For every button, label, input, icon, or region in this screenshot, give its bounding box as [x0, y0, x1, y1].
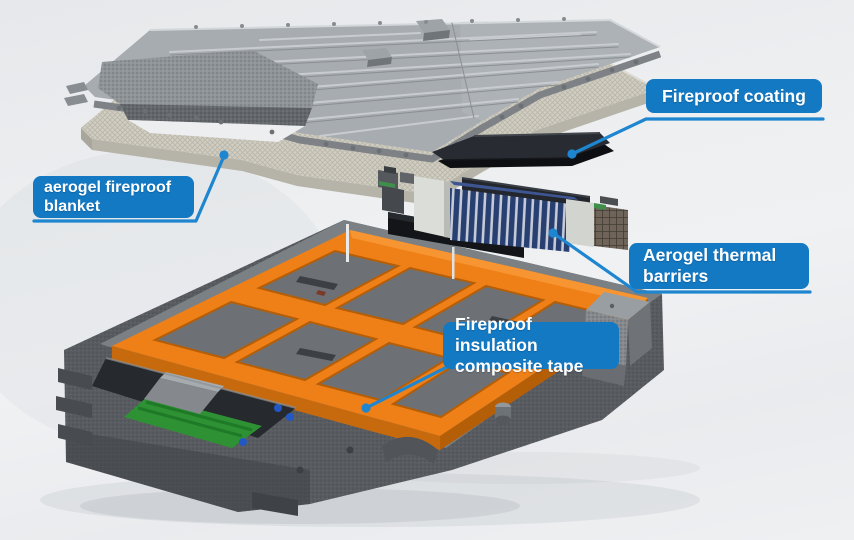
tray-front-details	[296, 402, 511, 474]
sensor-cable	[346, 224, 349, 262]
callout-aerogel-thermal-barriers: Aerogel thermal barriers	[629, 243, 809, 289]
callout-leader-lines	[32, 117, 825, 410]
control-box	[144, 378, 218, 414]
sensor-cable	[452, 247, 455, 279]
battery-tray	[56, 220, 664, 516]
battery-module	[378, 166, 628, 258]
module-endplate-left	[414, 176, 450, 238]
top-cover	[64, 17, 662, 163]
leader-thermal-barriers	[551, 231, 812, 294]
callout-leader-dots	[219, 149, 577, 413]
leader-composite-tape	[364, 365, 449, 410]
bms-compartment	[92, 357, 297, 448]
callout-aerogel-fireproof-blanket: aerogel fireproof blanket	[33, 176, 194, 218]
aerogel-thermal-barrier-cell-stack	[450, 181, 578, 252]
fireproof-tape-frame	[112, 230, 648, 450]
callout-fireproof-coating: Fireproof coating	[646, 79, 822, 113]
module-connector-right	[594, 196, 628, 250]
leader-aerogel-blanket	[32, 154, 226, 223]
tray-mounting-tabs	[56, 368, 298, 516]
module-connector-left	[378, 166, 414, 214]
module-endplate-right	[566, 199, 594, 247]
cover-left-block	[64, 50, 318, 142]
leader-fireproof-coating	[570, 117, 825, 156]
cover-silver-band	[128, 120, 305, 142]
cover-bolt-tabs	[116, 17, 639, 158]
callout-fireproof-insulation-composite-tape: Fireproof insulation composite tape	[443, 314, 619, 376]
